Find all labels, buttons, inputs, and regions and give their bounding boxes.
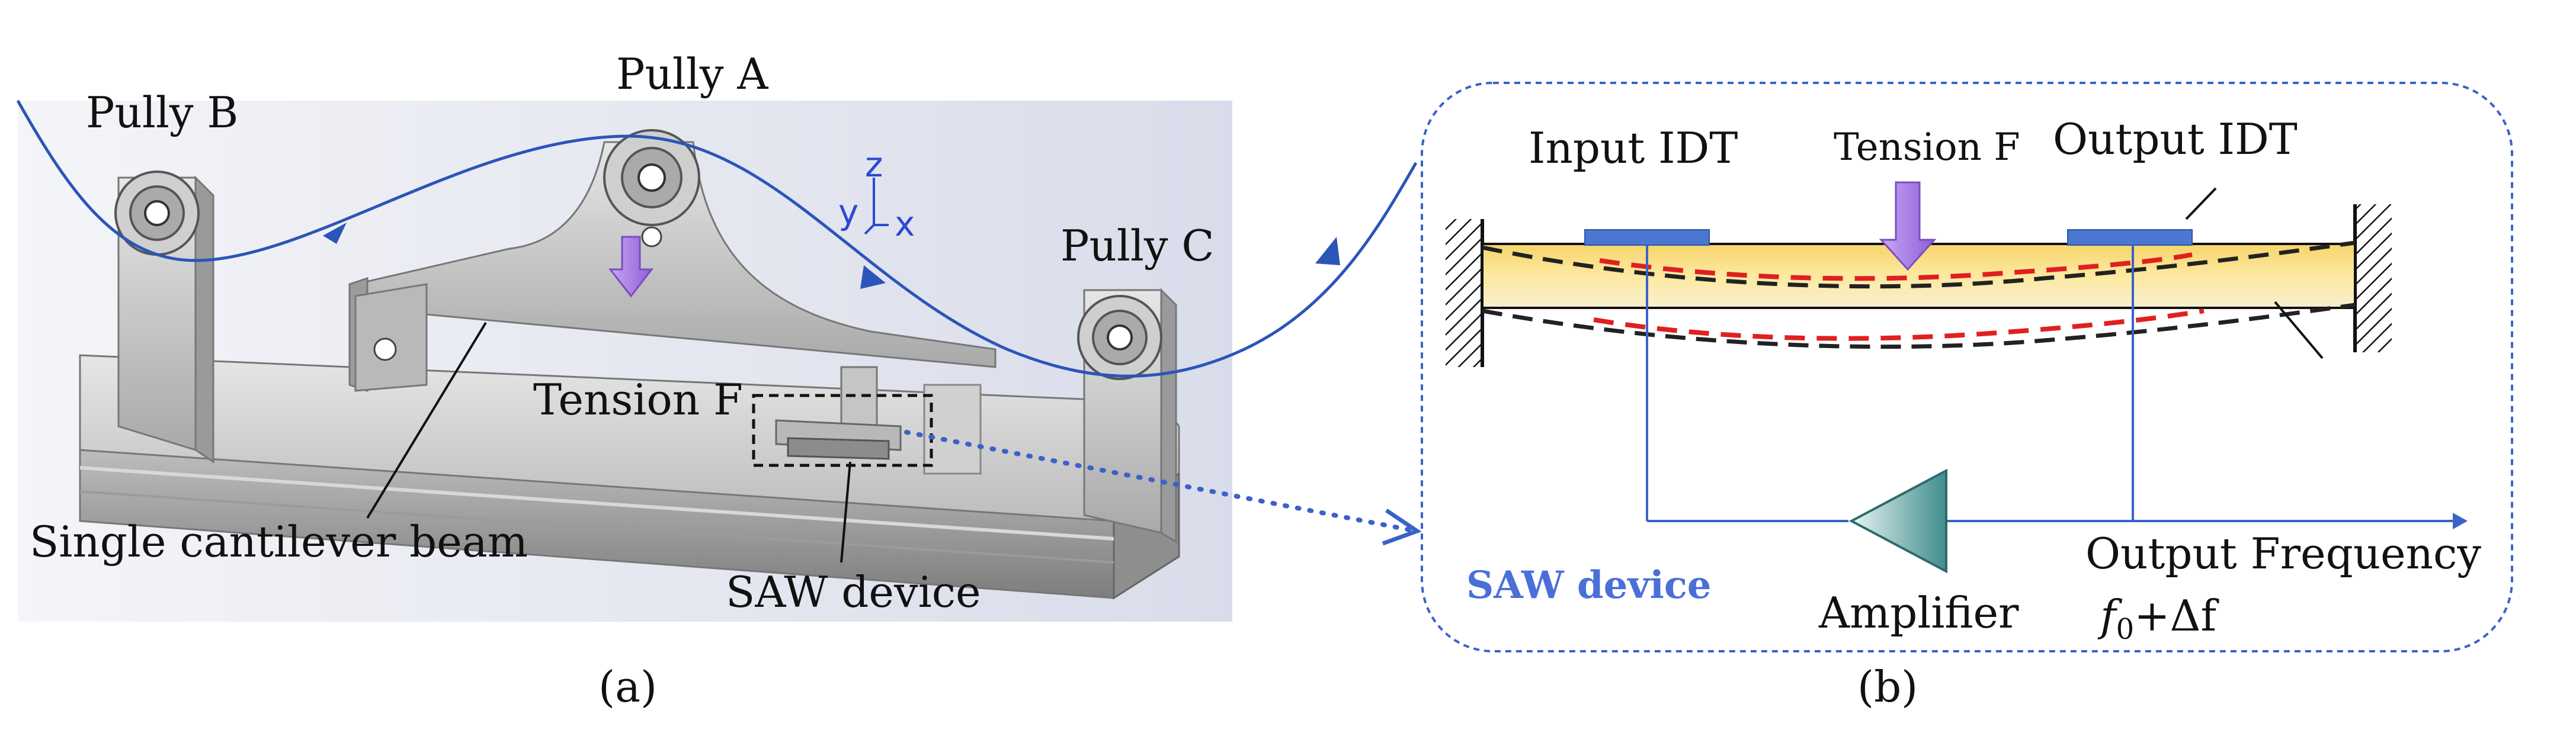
frequency-formula: f0+Δf [2097, 591, 2219, 646]
pully-b-support [114, 171, 214, 464]
axis-z-label: z [865, 144, 883, 185]
strain-curve-bottom-red [1593, 308, 2205, 341]
amplifier-symbol [1848, 468, 1947, 574]
saw-device-label-a: SAW device [726, 567, 981, 617]
circuit [1646, 245, 2468, 574]
panel-b: Input IDT Tension F Output IDT SAW devic… [1421, 82, 2513, 712]
caption-b: (b) [1857, 662, 1918, 712]
beam-leader [2274, 301, 2324, 359]
input-idt-label: Input IDT [1529, 123, 1738, 173]
strain-curve-bottom-black [1482, 303, 2356, 349]
saw-mount [775, 366, 982, 475]
tension-label-b: Tension F [1834, 126, 2020, 169]
cable-arrow-1 [323, 223, 347, 244]
saw-device-title: SAW device [1466, 563, 1712, 607]
caption-a: (a) [598, 662, 657, 712]
tension-arrow-b [1879, 181, 1937, 271]
pully-a-label: Pully A [616, 49, 768, 99]
coordinate-axes: z y x [838, 144, 915, 244]
cable-wire [16, 99, 1418, 378]
panel-a: z y x Pully A Pully B Pully C Tension F … [16, 49, 1422, 712]
input-idt [1584, 229, 1710, 246]
output-frequency-label: Output Frequency [2085, 529, 2481, 578]
strain-curve-top-black [1482, 240, 2356, 289]
cantilever-label: Single cantilever beam [30, 517, 528, 567]
tension-label-a: Tension F [533, 375, 743, 425]
strain-curve-top-red [1599, 252, 2193, 281]
output-idt [2067, 229, 2193, 246]
cable-arrow-3 [1315, 237, 1340, 265]
saw-device-leader [840, 461, 851, 563]
zoom-link-arrow [1382, 509, 1422, 546]
pully-c-label: Pully C [1060, 221, 1215, 271]
output-idt-label: Output IDT [2053, 114, 2298, 164]
output-idt-leader [2185, 187, 2217, 220]
axis-x-label: x [895, 204, 915, 244]
cantilever-leader [366, 321, 487, 519]
panel-b-frame [1421, 82, 2513, 652]
amplifier-label: Amplifier [1818, 588, 2019, 638]
left-wall [1446, 219, 1484, 367]
tension-arrow-a [608, 236, 654, 298]
base-plate [79, 354, 1180, 600]
pully-b-label: Pully B [86, 88, 238, 137]
axis-y-label: y [838, 192, 858, 232]
right-wall [2353, 204, 2392, 352]
pully-a-bracket [348, 129, 997, 393]
pully-c-support [1077, 288, 1177, 544]
cable-arrow-2 [860, 265, 886, 289]
zoom-link [904, 430, 1412, 532]
